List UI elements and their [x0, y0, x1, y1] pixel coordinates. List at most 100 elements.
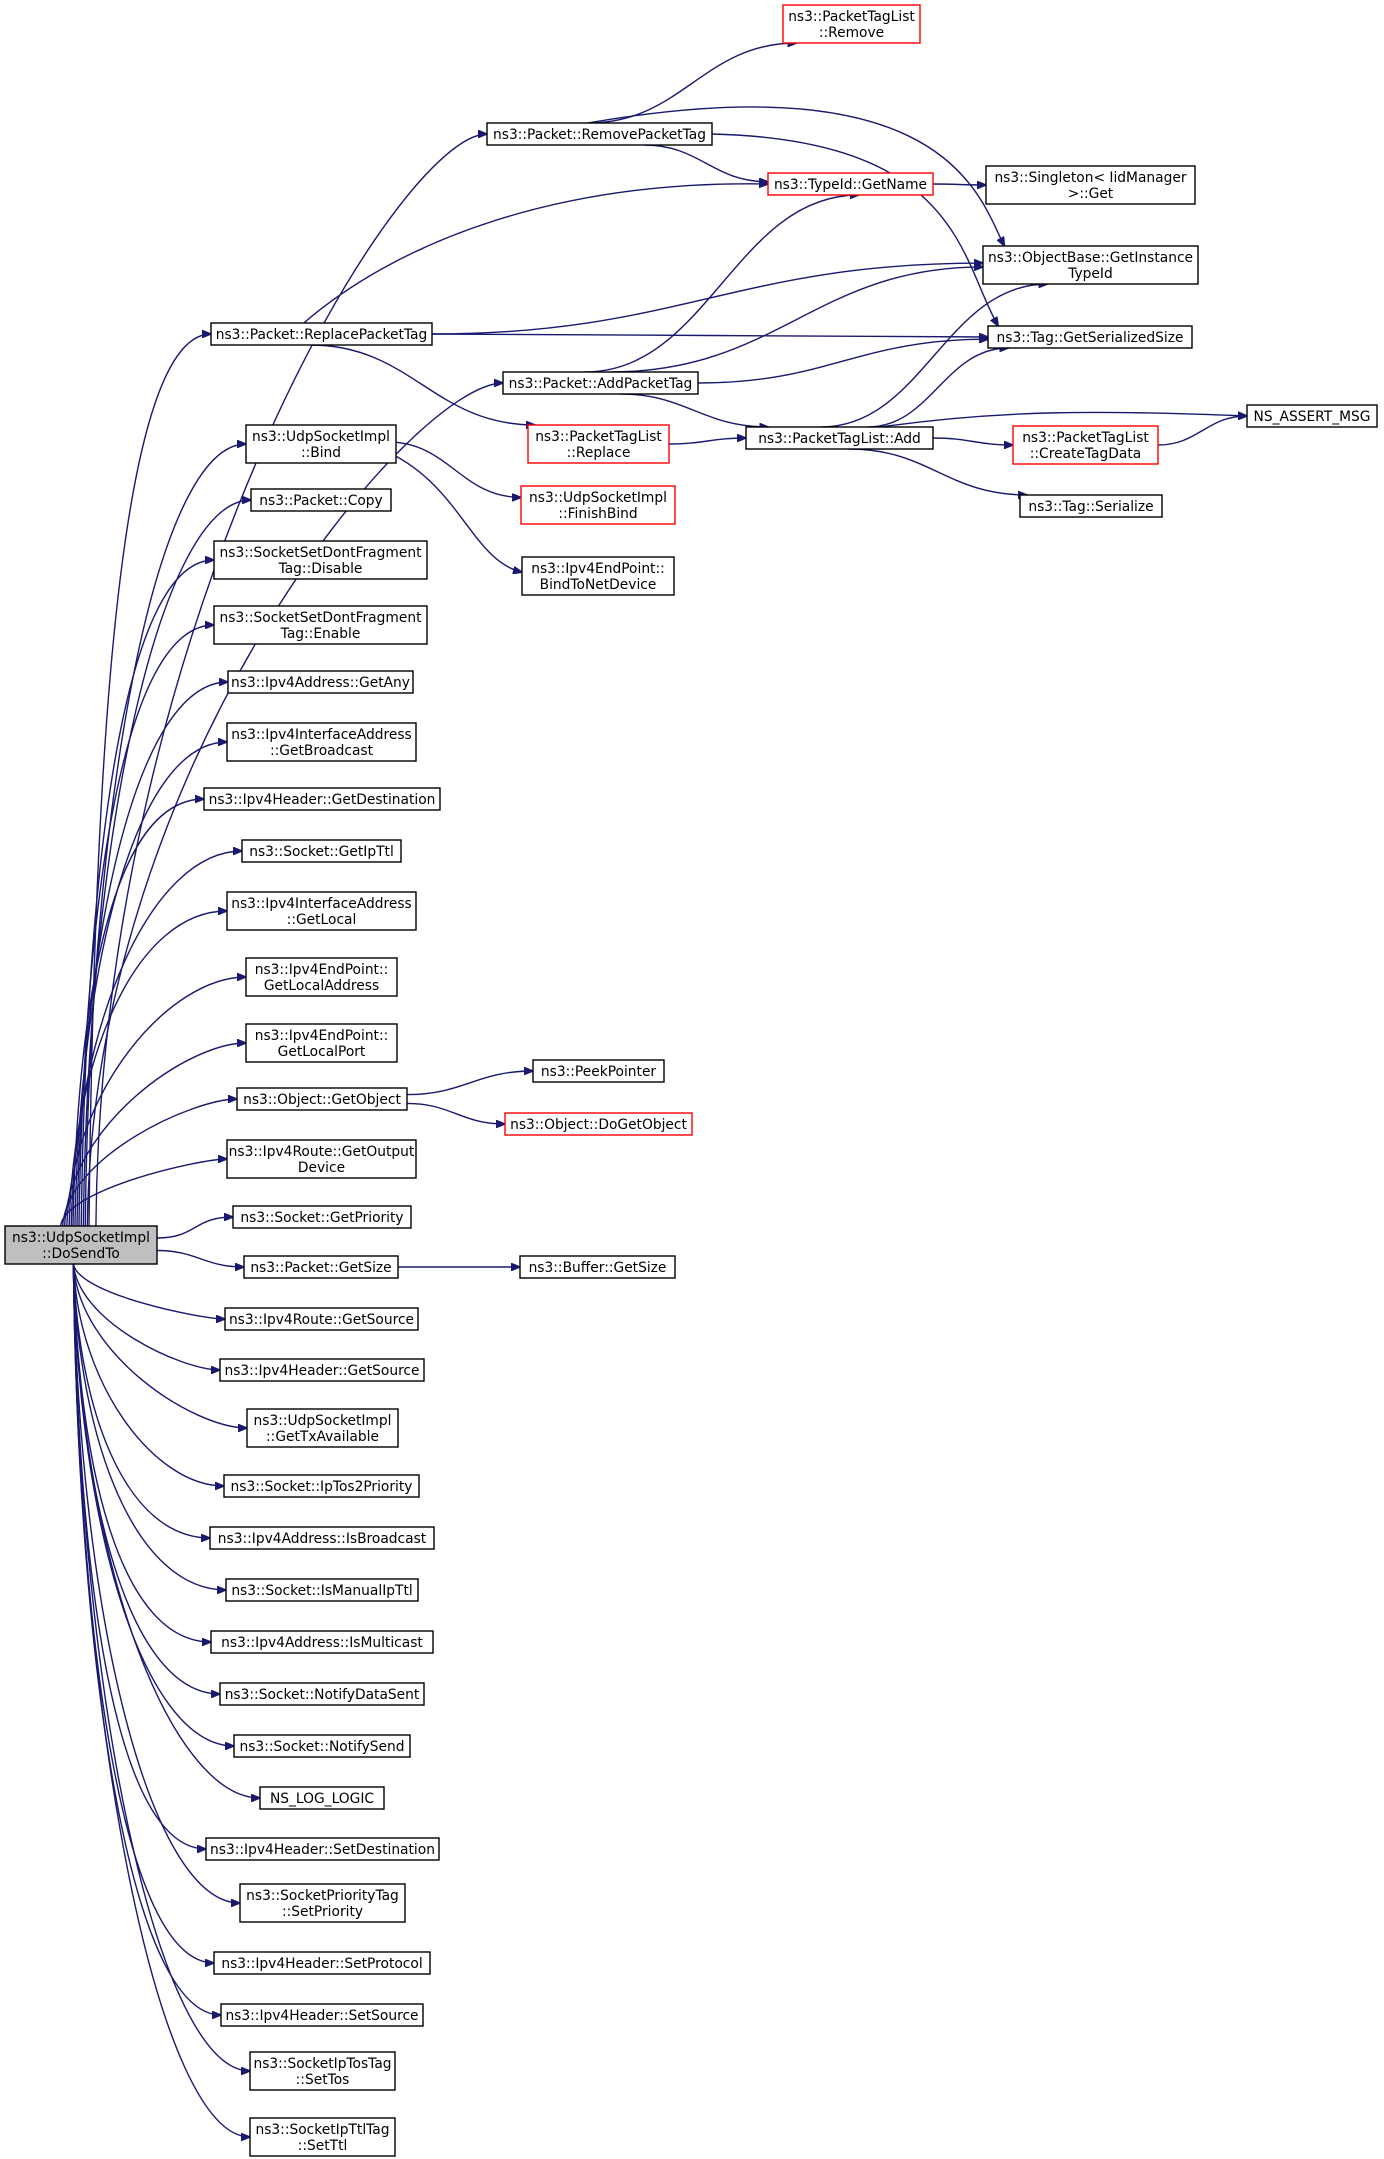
- node-ipv4endpoint-getlocalport[interactable]: ns3::Ipv4EndPoint::GetLocalPort: [245, 1023, 398, 1063]
- node-label: ns3::ObjectBase::GetInstance: [988, 250, 1193, 266]
- node-box: [782, 4, 921, 44]
- node-ipv4ifaddr-getlocal[interactable]: ns3::Ipv4InterfaceAddress::GetLocal: [226, 891, 417, 931]
- node-label: ns3::Ipv4Address::IsBroadcast: [218, 1531, 427, 1547]
- edge-root-to-socket-getpriority: [156, 1217, 233, 1239]
- node-peekpointer[interactable]: ns3::PeekPointer: [532, 1059, 665, 1083]
- edge-root-to-dontfrag-disable: [80, 560, 214, 1227]
- node-label: ns3::SocketIpTtlTag: [255, 2122, 389, 2138]
- edge-root-to-packet-getsize: [156, 1249, 244, 1268]
- node-ptl-createtagdata[interactable]: ns3::PacketTagList::CreateTagData: [1012, 425, 1159, 465]
- edge-replacepackettag-to-typeid-getname: [303, 184, 768, 324]
- node-label: ns3::Packet::AddPacketTag: [509, 376, 693, 392]
- edge-layer: [59, 43, 1247, 2137]
- node-ns-log-logic[interactable]: NS_LOG_LOGIC: [259, 1786, 385, 1810]
- node-socket-iptos2priority[interactable]: ns3::Socket::IpTos2Priority: [223, 1474, 420, 1498]
- node-label: ns3::Packet::RemovePacketTag: [493, 127, 706, 143]
- node-addpackettag[interactable]: ns3::Packet::AddPacketTag: [502, 371, 699, 395]
- edge-ptl-add-to-objectbase-getinstancetypeid: [820, 284, 1048, 428]
- node-label: ns3::UdpSocketImpl: [529, 490, 667, 506]
- node-ptl-remove[interactable]: ns3::PacketTagList::Remove: [782, 4, 921, 44]
- node-ipv4endpoint-getlocaladdress[interactable]: ns3::Ipv4EndPoint::GetLocalAddress: [245, 957, 398, 997]
- node-label: ns3::UdpSocketImpl: [254, 1413, 392, 1429]
- node-label: Tag::Enable: [280, 626, 361, 642]
- node-ns-assert-msg[interactable]: NS_ASSERT_MSG: [1246, 404, 1378, 428]
- node-label: ns3::PeekPointer: [541, 1064, 657, 1080]
- node-buffer-getsize[interactable]: ns3::Buffer::GetSize: [519, 1255, 676, 1279]
- edge-ptl-add-to-tag-getserializedsize: [867, 348, 1009, 428]
- node-ipv4ifaddr-getbroadcast[interactable]: ns3::Ipv4InterfaceAddress::GetBroadcast: [226, 722, 417, 762]
- node-label: ns3::Packet::ReplacePacketTag: [216, 327, 428, 343]
- node-label: ns3::Ipv4Header::GetSource: [224, 1363, 419, 1379]
- node-label: ns3::Socket::GetPriority: [240, 1210, 403, 1226]
- edge-root-to-object-getobject: [61, 1099, 237, 1227]
- node-ipv4header-getsource[interactable]: ns3::Ipv4Header::GetSource: [219, 1358, 425, 1382]
- node-packet-getsize[interactable]: ns3::Packet::GetSize: [243, 1255, 399, 1279]
- node-ipv4header-getdestination[interactable]: ns3::Ipv4Header::GetDestination: [203, 787, 441, 811]
- node-label: ns3::Socket::IsManualIpTtl: [231, 1583, 412, 1599]
- node-label: ::GetTxAvailable: [266, 1429, 379, 1445]
- node-label: ns3::SocketSetDontFragment: [220, 545, 423, 561]
- node-label: ns3::Packet::GetSize: [250, 1260, 391, 1276]
- node-prioritytag-setpriority[interactable]: ns3::SocketPriorityTag::SetPriority: [239, 1883, 406, 1923]
- node-box: [232, 1205, 412, 1229]
- node-ipv4header-setprotocol[interactable]: ns3::Ipv4Header::SetProtocol: [213, 1951, 431, 1975]
- node-packet-copy[interactable]: ns3::Packet::Copy: [250, 488, 392, 512]
- node-udp-bind[interactable]: ns3::UdpSocketImpl::Bind: [245, 424, 397, 464]
- edge-replacepackettag-to-ptl-replace: [310, 344, 535, 425]
- node-box: [982, 245, 1199, 285]
- node-ptl-add[interactable]: ns3::PacketTagList::Add: [745, 426, 934, 450]
- node-ipv4header-setsource[interactable]: ns3::Ipv4Header::SetSource: [220, 2003, 424, 2027]
- node-label: ns3::Tag::GetSerializedSize: [997, 330, 1184, 346]
- node-box: [245, 1023, 398, 1063]
- node-ipv4address-getany[interactable]: ns3::Ipv4Address::GetAny: [227, 670, 414, 694]
- node-tag-serialize[interactable]: ns3::Tag::Serialize: [1019, 494, 1163, 518]
- node-object-getobject[interactable]: ns3::Object::GetObject: [236, 1087, 408, 1111]
- node-root[interactable]: ns3::UdpSocketImpl::DoSendTo: [4, 1225, 158, 1265]
- node-tag-getserializedsize[interactable]: ns3::Tag::GetSerializedSize: [987, 325, 1193, 349]
- node-box: [213, 1951, 431, 1975]
- node-box: [1019, 494, 1163, 518]
- node-ptl-replace[interactable]: ns3::PacketTagList::Replace: [527, 424, 670, 464]
- node-socket-getipttl[interactable]: ns3::Socket::GetIpTtl: [241, 839, 402, 863]
- node-socket-getpriority[interactable]: ns3::Socket::GetPriority: [232, 1205, 412, 1229]
- node-removepackettag[interactable]: ns3::Packet::RemovePacketTag: [486, 122, 713, 146]
- node-socket-notifydatasent[interactable]: ns3::Socket::NotifyDataSent: [219, 1682, 425, 1706]
- node-box: [246, 1408, 399, 1448]
- node-box: [527, 424, 670, 464]
- node-box: [227, 670, 414, 694]
- node-label: ns3::Ipv4Header::SetDestination: [210, 1842, 435, 1858]
- node-iptostag-settos[interactable]: ns3::SocketIpTosTag::SetTos: [249, 2051, 396, 2091]
- node-label: ns3::Ipv4EndPoint::: [255, 1028, 389, 1044]
- node-ipv4address-ismulticast[interactable]: ns3::Ipv4Address::IsMulticast: [210, 1630, 434, 1654]
- edge-root-to-ipv4header-getdestination: [72, 799, 204, 1227]
- node-box: [259, 1786, 385, 1810]
- node-replacepackettag[interactable]: ns3::Packet::ReplacePacketTag: [210, 322, 433, 346]
- node-socket-notifysend[interactable]: ns3::Socket::NotifySend: [233, 1734, 411, 1758]
- node-box: [504, 1112, 693, 1136]
- node-ipttltag-setttl[interactable]: ns3::SocketIpTtlTag::SetTtl: [249, 2117, 396, 2157]
- node-socket-ismanualipttl[interactable]: ns3::Socket::IsManualIpTtl: [225, 1578, 419, 1602]
- node-label: ns3::PacketTagList: [535, 429, 662, 445]
- node-ipv4header-setdestination[interactable]: ns3::Ipv4Header::SetDestination: [205, 1837, 440, 1861]
- node-typeid-getname[interactable]: ns3::TypeId::GetName: [767, 172, 934, 196]
- node-box: [4, 1225, 158, 1265]
- node-label: ::GetBroadcast: [270, 743, 374, 759]
- node-udp-gettxavailable[interactable]: ns3::UdpSocketImpl::GetTxAvailable: [246, 1408, 399, 1448]
- node-label: ns3::Ipv4InterfaceAddress: [231, 727, 412, 743]
- node-udp-finishbind[interactable]: ns3::UdpSocketImpl::FinishBind: [520, 485, 676, 525]
- node-label: ns3::Ipv4EndPoint::: [531, 561, 665, 577]
- node-object-dogetobject[interactable]: ns3::Object::DoGetObject: [504, 1112, 693, 1136]
- node-ipv4endpoint-bindtonetdevice[interactable]: ns3::Ipv4EndPoint::BindToNetDevice: [521, 556, 675, 596]
- edge-root-to-ipv4header-getsource: [72, 1263, 220, 1370]
- node-label: Tag::Disable: [278, 561, 363, 577]
- node-box: [486, 122, 713, 146]
- node-box: [226, 891, 417, 931]
- node-ipv4route-getsource[interactable]: ns3::Ipv4Route::GetSource: [224, 1307, 419, 1331]
- node-ipv4address-isbroadcast[interactable]: ns3::Ipv4Address::IsBroadcast: [209, 1526, 435, 1550]
- node-singleton-get[interactable]: ns3::Singleton< IidManager >::Get: [985, 165, 1196, 205]
- edge-addpackettag-to-objectbase-getinstancetypeid: [610, 267, 983, 373]
